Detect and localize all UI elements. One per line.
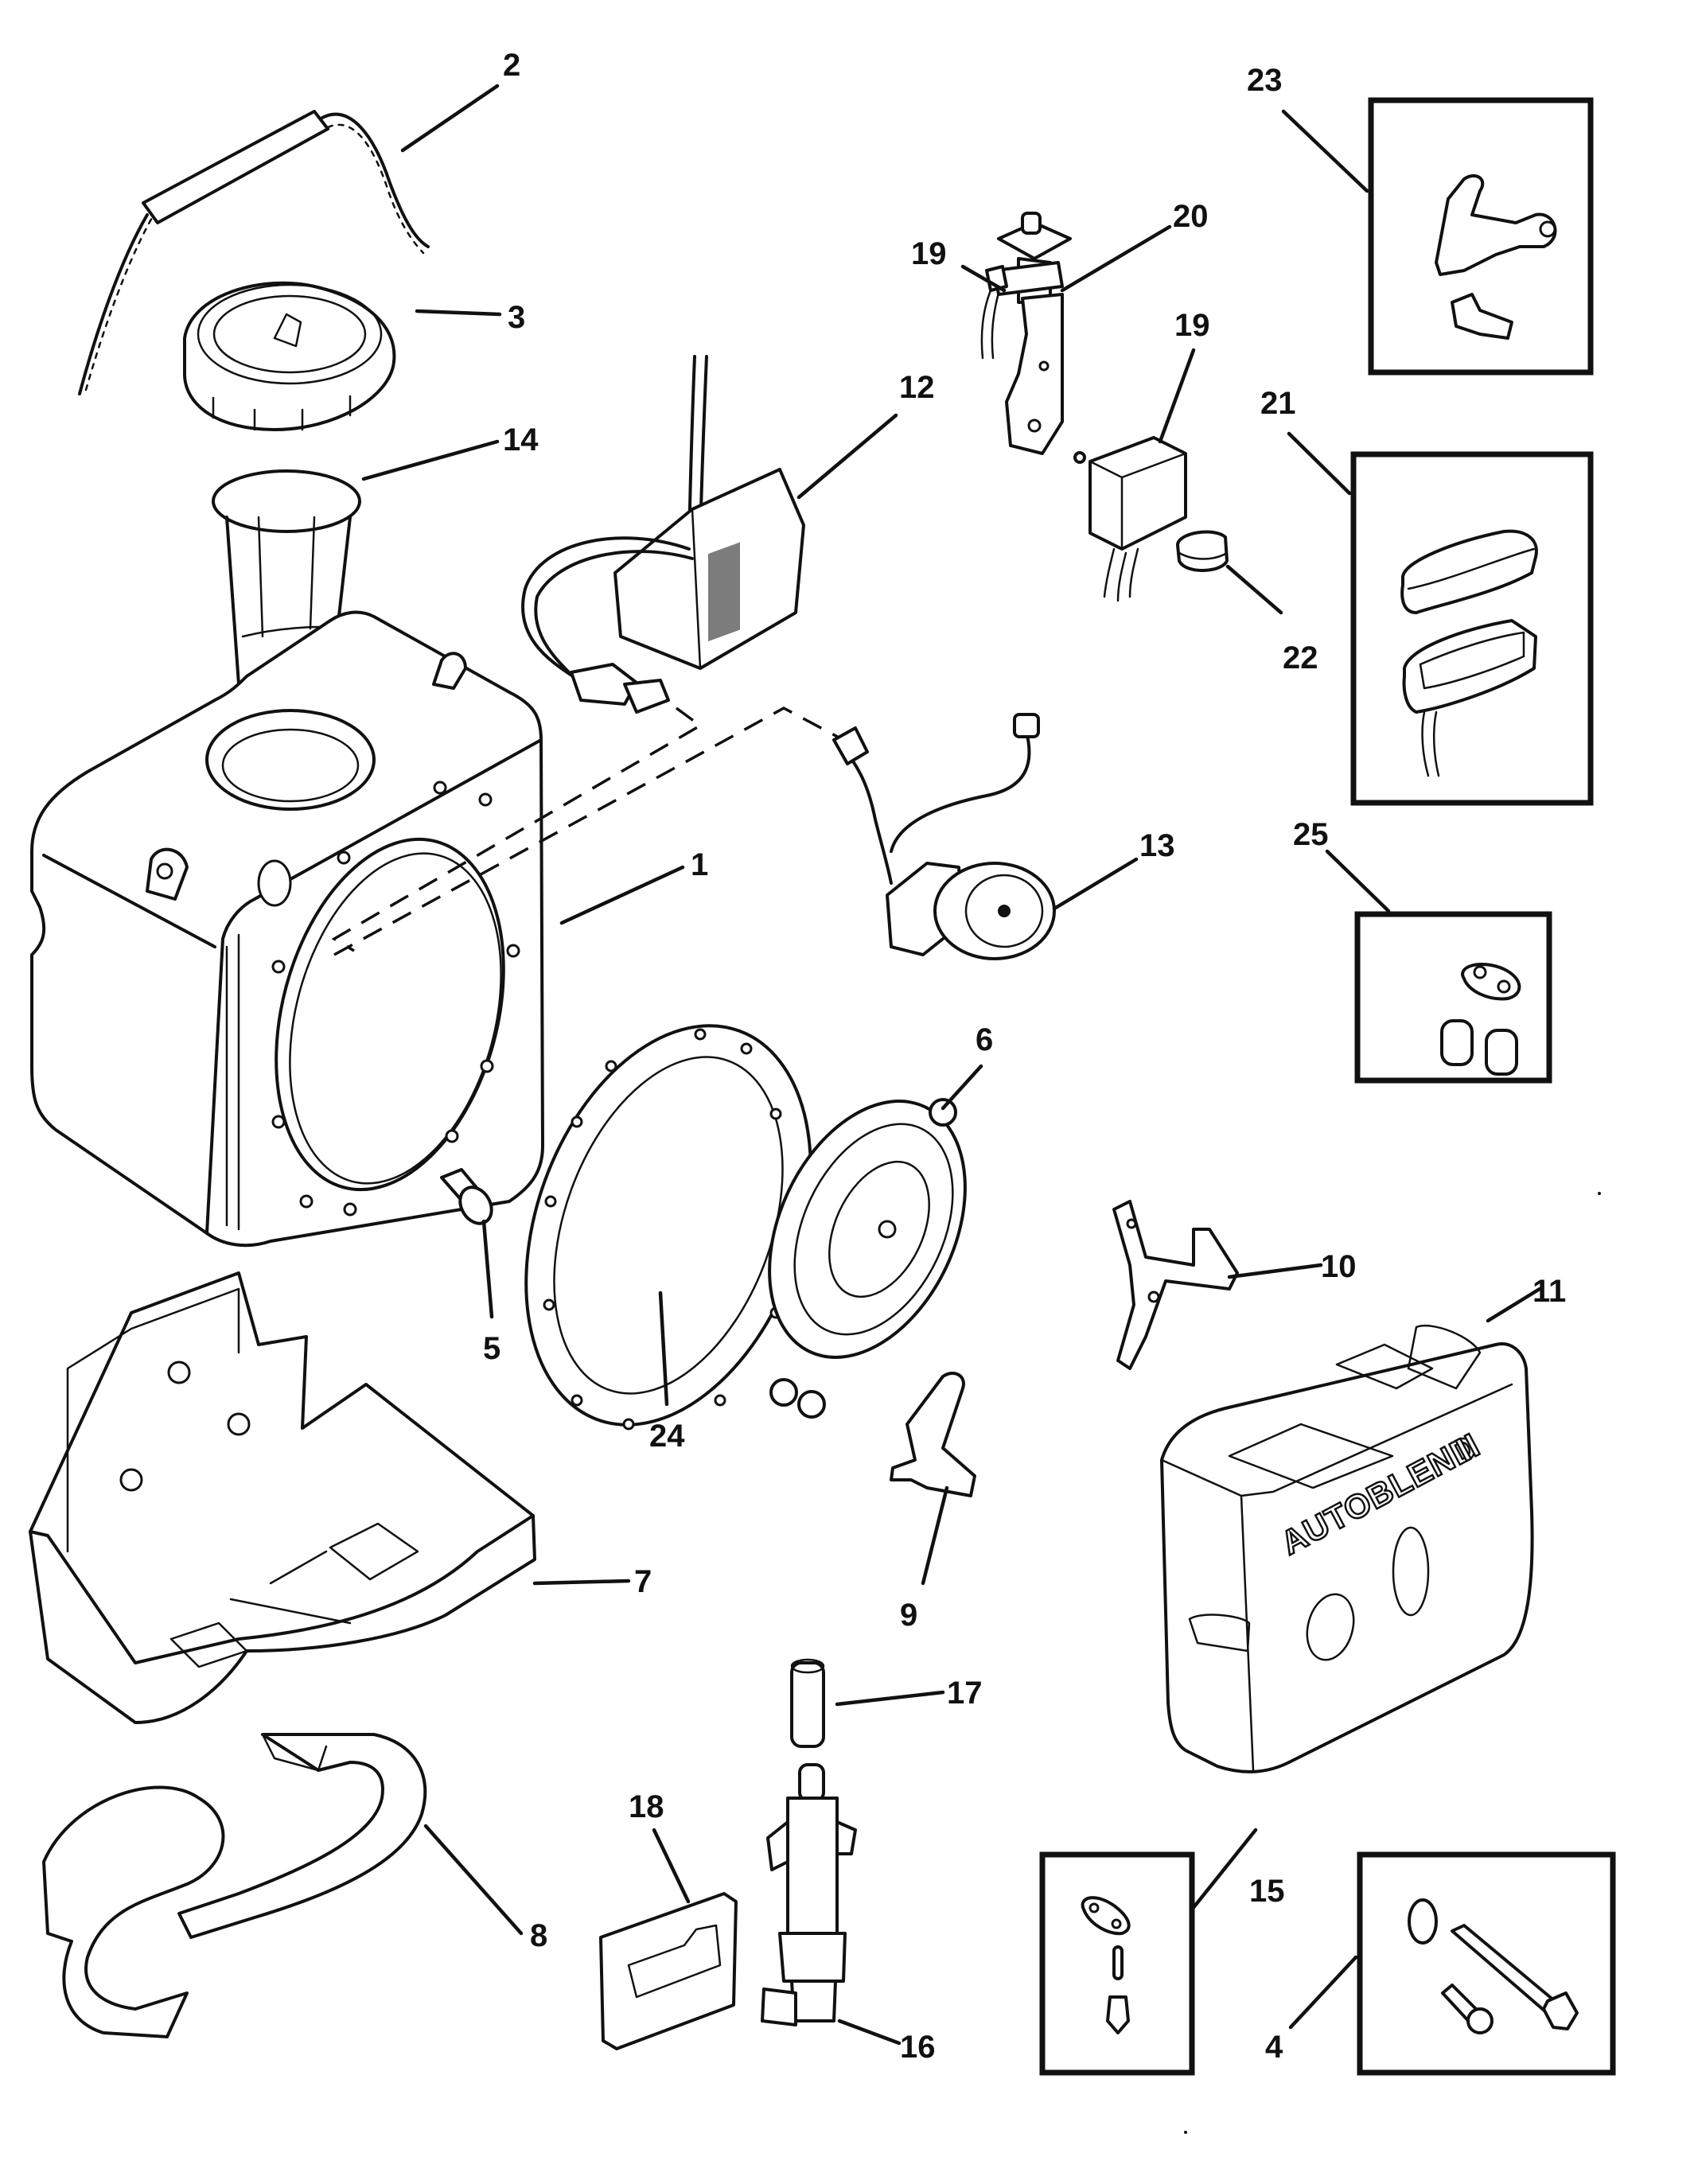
callout-labels: 2 3 14 1 12 19 20 19 22 23 21 25 13 6 5 … — [483, 48, 1566, 2065]
part-17-sleeve — [790, 1658, 825, 1748]
assembly-line-1 — [331, 707, 703, 952]
kit-box-21 — [1350, 451, 1594, 806]
part-2-chain — [78, 110, 430, 395]
part-3-cap — [183, 281, 396, 431]
part-8-strap — [42, 1733, 427, 2038]
part-13-sensor — [832, 713, 1056, 960]
part-10-bracket — [1112, 1200, 1239, 1370]
callout-4: 4 — [1265, 2030, 1283, 2065]
part-16-fitting — [761, 1763, 857, 2026]
callout-15: 15 — [1249, 1874, 1285, 1909]
callout-16: 16 — [900, 2030, 936, 2065]
part-22-cap — [1176, 530, 1229, 572]
leader-lines — [361, 84, 1542, 2046]
callout-11: 11 — [1532, 1274, 1566, 1309]
callout-25: 25 — [1293, 817, 1329, 852]
callout-18: 18 — [629, 1789, 664, 1824]
kit-box-4 — [1357, 1851, 1616, 2076]
part-12-pickup — [521, 355, 805, 714]
callout-2: 2 — [503, 48, 520, 83]
part-19-connector — [1073, 436, 1187, 602]
callout-1: 1 — [691, 847, 708, 882]
part-1-tank — [30, 610, 544, 1248]
callout-3: 3 — [508, 300, 525, 335]
kit-box-15 — [1039, 1851, 1195, 2076]
callout-17: 17 — [947, 1676, 983, 1711]
callout-20: 20 — [1173, 199, 1209, 234]
part-7-tray — [29, 1271, 536, 1724]
part-18-plate — [599, 1892, 738, 2050]
callout-5: 5 — [483, 1331, 500, 1366]
callout-14: 14 — [503, 422, 539, 457]
callout-19-top: 19 — [911, 236, 947, 271]
kit-box-25 — [1354, 911, 1552, 1084]
callout-19-bottom: 19 — [1174, 308, 1210, 343]
part-9-clip — [890, 1372, 976, 1497]
kit-box-23 — [1368, 97, 1594, 376]
callout-13: 13 — [1139, 828, 1175, 863]
callout-6: 6 — [976, 1022, 993, 1057]
part-11-cover: AUTOBLEND II — [1160, 1325, 1534, 1773]
part-20-switch-bracket — [980, 212, 1072, 455]
callout-22: 22 — [1283, 640, 1318, 675]
callout-24: 24 — [649, 1419, 685, 1454]
assembly-line-2 — [333, 707, 844, 956]
callout-10: 10 — [1321, 1249, 1357, 1284]
callout-21: 21 — [1260, 386, 1296, 421]
callout-12: 12 — [899, 370, 935, 405]
callout-7: 7 — [634, 1564, 652, 1599]
callout-23: 23 — [1247, 63, 1283, 98]
callout-9: 9 — [900, 1598, 917, 1633]
scan-speck — [1184, 2131, 1187, 2134]
callout-8: 8 — [530, 1918, 547, 1953]
part-6-cover-plate — [768, 1098, 967, 1419]
scan-speck — [1598, 1192, 1601, 1195]
